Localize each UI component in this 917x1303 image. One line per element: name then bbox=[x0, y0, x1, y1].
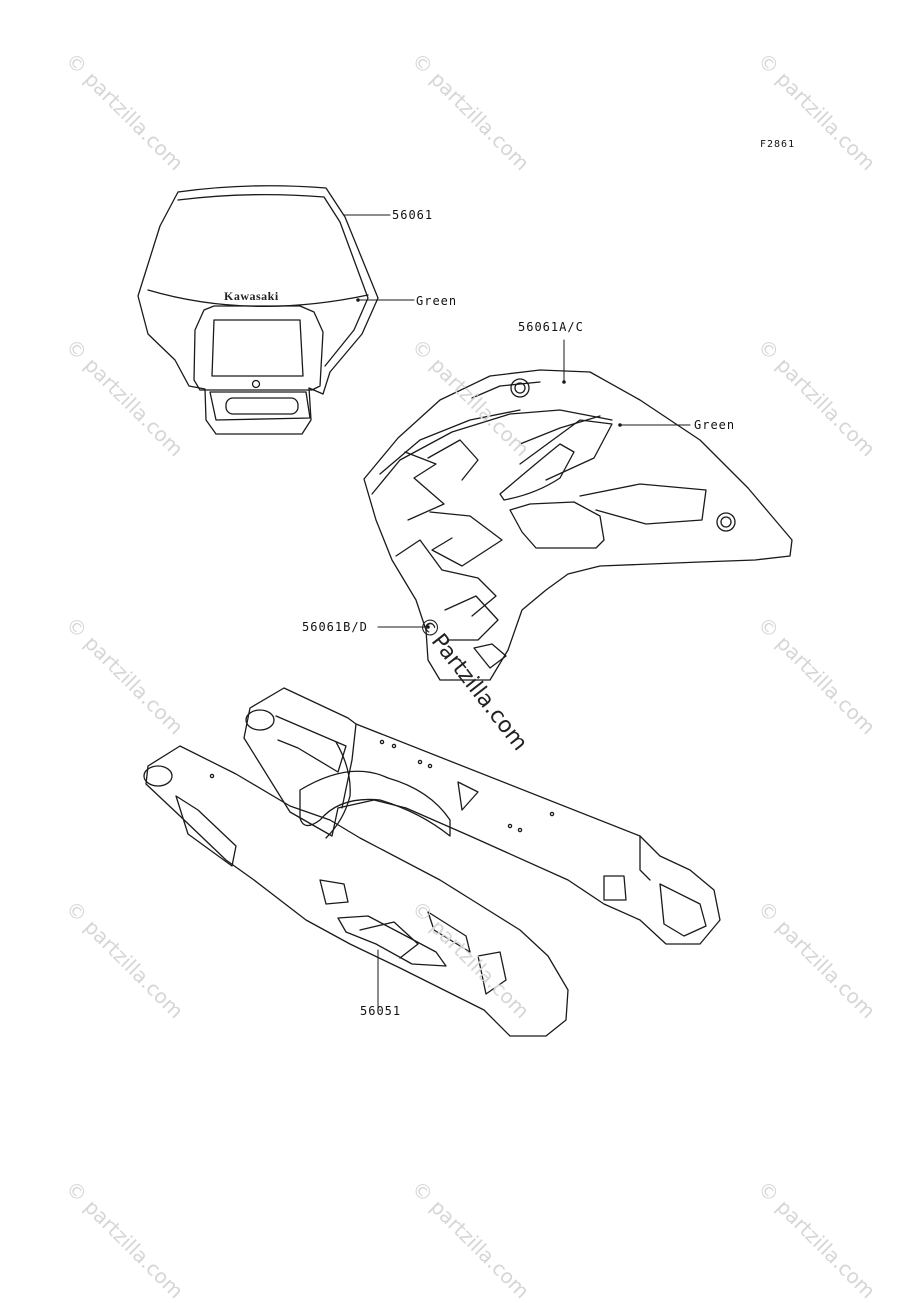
callout-shroud-color: Green bbox=[694, 418, 736, 432]
kawasaki-logo: Kawasaki bbox=[224, 289, 279, 303]
callout-headlight-color: Green bbox=[416, 294, 458, 308]
swingarm bbox=[143, 687, 721, 1037]
leader-lines bbox=[343, 214, 691, 1012]
callout-shroud: 56061A/C bbox=[518, 320, 584, 334]
callout-swingarm: 56051 bbox=[360, 1004, 402, 1018]
parts-diagram: Kawasaki F2861 56061 Green 56061A/C Gree… bbox=[61, 48, 880, 1303]
callout-headlight-cover: 56061 bbox=[392, 208, 434, 222]
radiator-shroud bbox=[363, 369, 793, 681]
diagram-drawing bbox=[137, 185, 793, 1037]
figure-code: F2861 bbox=[760, 139, 796, 150]
callout-dots bbox=[356, 298, 622, 629]
callout-shroud-lower: 56061B/D bbox=[302, 620, 368, 634]
headlight-cover bbox=[137, 185, 379, 435]
